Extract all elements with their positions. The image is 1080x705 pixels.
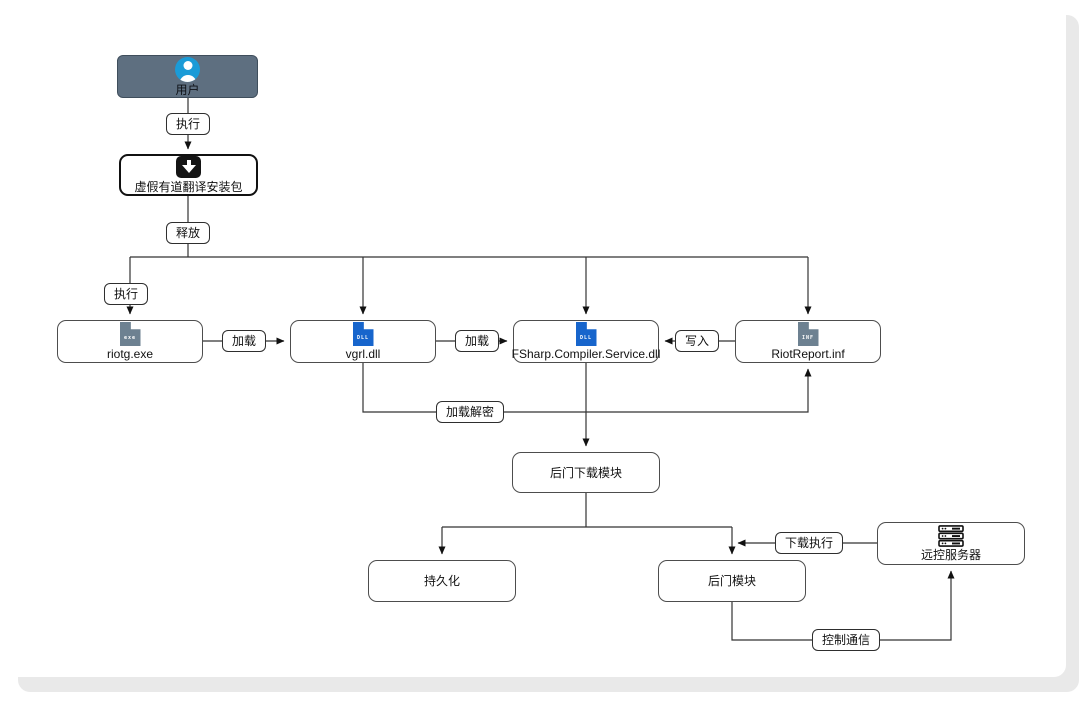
node-riotg-exe: exe riotg.exe bbox=[57, 320, 203, 363]
node-riotreport-inf: INF RiotReport.inf bbox=[735, 320, 881, 363]
edge-label-write: 写入 bbox=[674, 330, 720, 352]
dll-file-badge: DLL bbox=[356, 335, 370, 341]
edge-label-control-comm: 控制通信 bbox=[811, 629, 881, 651]
node-riotreport-inf-label: RiotReport.inf bbox=[771, 347, 845, 361]
inf-file-icon: INF bbox=[797, 322, 819, 346]
server-icon bbox=[938, 525, 964, 547]
node-user-label: 用户 bbox=[175, 82, 200, 97]
exe-file-icon: exe bbox=[119, 322, 141, 346]
node-user: 用户 bbox=[117, 55, 258, 98]
node-persistence-label: 持久化 bbox=[423, 574, 460, 588]
node-backdoor-label: 后门模块 bbox=[707, 574, 756, 588]
node-vgrl-dll: DLL vgrl.dll bbox=[290, 320, 436, 363]
node-vgrl-dll-label: vgrl.dll bbox=[345, 347, 381, 361]
dll-file-icon: DLL bbox=[352, 322, 374, 346]
node-fake-installer: 虚假有道翻译安装包 bbox=[119, 154, 258, 196]
node-c2-server-label: 远控服务器 bbox=[920, 548, 981, 562]
node-c2-server: 远控服务器 bbox=[877, 522, 1025, 565]
node-fsharp-dll-label: FSharp.Compiler.Service.dll bbox=[511, 347, 661, 361]
node-backdoor-module: 后门模块 bbox=[658, 560, 806, 602]
node-riotg-exe-label: riotg.exe bbox=[106, 347, 154, 361]
dll-file-icon: DLL bbox=[575, 322, 597, 346]
edge-label-load-2: 加载 bbox=[454, 330, 500, 352]
edge-downloader-branch bbox=[442, 493, 732, 528]
exe-file-badge: exe bbox=[123, 335, 137, 341]
edge-label-execute-2: 执行 bbox=[103, 283, 149, 305]
edge-label-execute-1: 执行 bbox=[165, 113, 211, 135]
node-fsharp-dll: DLL FSharp.Compiler.Service.dll bbox=[511, 320, 661, 363]
dll-file-badge: DLL bbox=[579, 335, 593, 341]
download-icon bbox=[176, 156, 201, 178]
user-icon bbox=[175, 56, 200, 82]
edge-label-load-decrypt: 加载解密 bbox=[435, 401, 505, 423]
node-fake-installer-label: 虚假有道翻译安装包 bbox=[134, 180, 243, 194]
inf-file-badge: INF bbox=[801, 335, 815, 341]
edge-label-load-1: 加载 bbox=[221, 330, 267, 352]
edge-label-download-execute: 下载执行 bbox=[774, 532, 844, 554]
node-downloader-label: 后门下载模块 bbox=[549, 465, 622, 480]
node-downloader-module: 后门下载模块 bbox=[512, 452, 660, 493]
node-persistence: 持久化 bbox=[368, 560, 516, 602]
edge-label-drop: 释放 bbox=[165, 222, 211, 244]
